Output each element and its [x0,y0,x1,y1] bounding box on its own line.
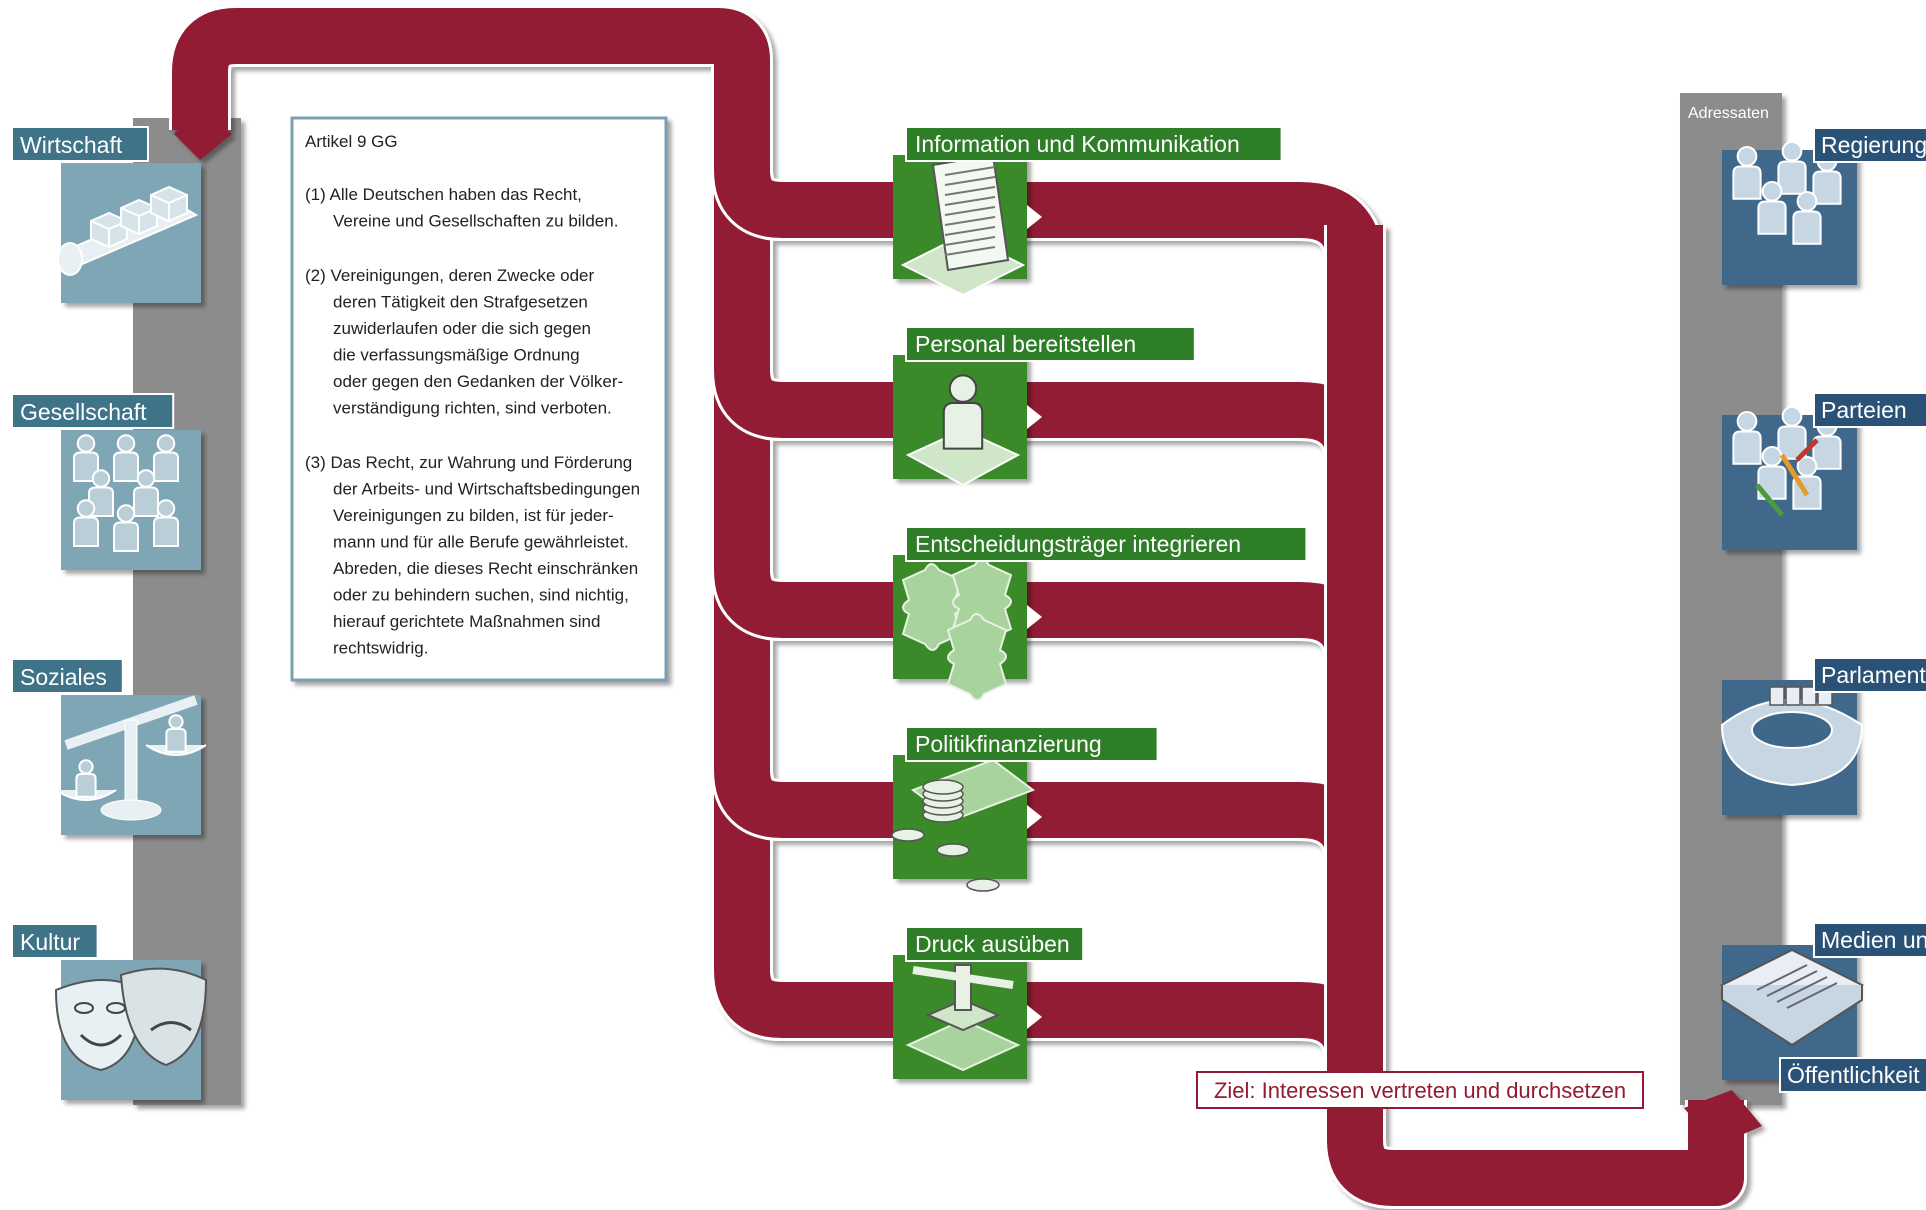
goal-label: Ziel: Interessen vertreten und durchsetz… [1196,1071,1644,1109]
source-item: Kultur [11,923,208,1100]
target-item: Regierung [1722,127,1926,285]
flow-start-arrow [174,108,232,160]
article-box: Artikel 9 GG (1) Alle Deutschen haben da… [290,116,668,682]
source-item: Wirtschaft [11,126,201,303]
money-icon [891,758,1036,892]
scales-icon [55,695,207,821]
target-item: Medien undÖffentlichkeit [1719,922,1926,1093]
puzzle-icon [901,558,1013,701]
function-item: Personal bereitstellen [893,326,1196,487]
target-item: Parteien [1722,392,1926,550]
newspaper-icon [1719,948,1865,1047]
flow-arrow-icon [1027,605,1042,629]
function-label: Personal bereitstellen [915,331,1136,357]
source-label: Gesellschaft [20,399,147,425]
function-item: Entscheidungsträger integrieren [893,526,1308,701]
function-label: Entscheidungsträger integrieren [915,531,1241,557]
press-icon [905,964,1021,1072]
source-label: Wirtschaft [20,132,123,158]
target-label: Parteien [1821,397,1907,423]
flow-end-arrow [1684,1090,1762,1146]
person-icon [905,374,1021,487]
source-item: Soziales [11,658,207,835]
conveyor-belt-icon [57,185,199,276]
article-paragraph: (1) Alle Deutschen haben das Recht,Verei… [305,185,618,231]
function-item: Information und Kommunikation [893,126,1283,297]
source-label: Kultur [20,929,80,955]
target-label: Medien und [1821,927,1926,953]
flow-arrow-icon [1027,205,1042,229]
flow-arrow-icon [1027,405,1042,429]
target-label: Regierung [1821,132,1926,158]
theater-masks-icon [54,967,208,1072]
flow-band [169,5,1762,1209]
source-item: Gesellschaft [11,393,201,570]
function-label: Information und Kommunikation [915,131,1240,157]
article-paragraph: (3) Das Recht, zur Wahrung und Förderung… [305,453,640,658]
government-people-icon [1732,140,1842,245]
goal-text: Ziel: Interessen vertreten und durchsetz… [1214,1078,1626,1103]
people-group-icon [73,434,179,552]
target-label-line2: Öffentlichkeit [1787,1062,1920,1088]
function-item: Politikfinanzierung [891,726,1159,892]
target-label: Parlamente [1821,662,1926,688]
source-label: Soziales [20,664,107,690]
parliament-icon [1720,686,1864,787]
function-label: Politikfinanzierung [915,731,1102,757]
flow-arrow-icon [1027,805,1042,829]
targets-header: Adressaten [1688,105,1769,122]
function-label: Druck ausüben [915,931,1070,957]
article-title: Artikel 9 GG [305,132,398,151]
flow-collector [1324,225,1748,1209]
function-item: Druck ausüben [893,926,1085,1079]
documents-icon [900,153,1026,297]
target-item: Parlamente [1720,657,1926,815]
flow-arrow-icon [1027,1005,1042,1029]
